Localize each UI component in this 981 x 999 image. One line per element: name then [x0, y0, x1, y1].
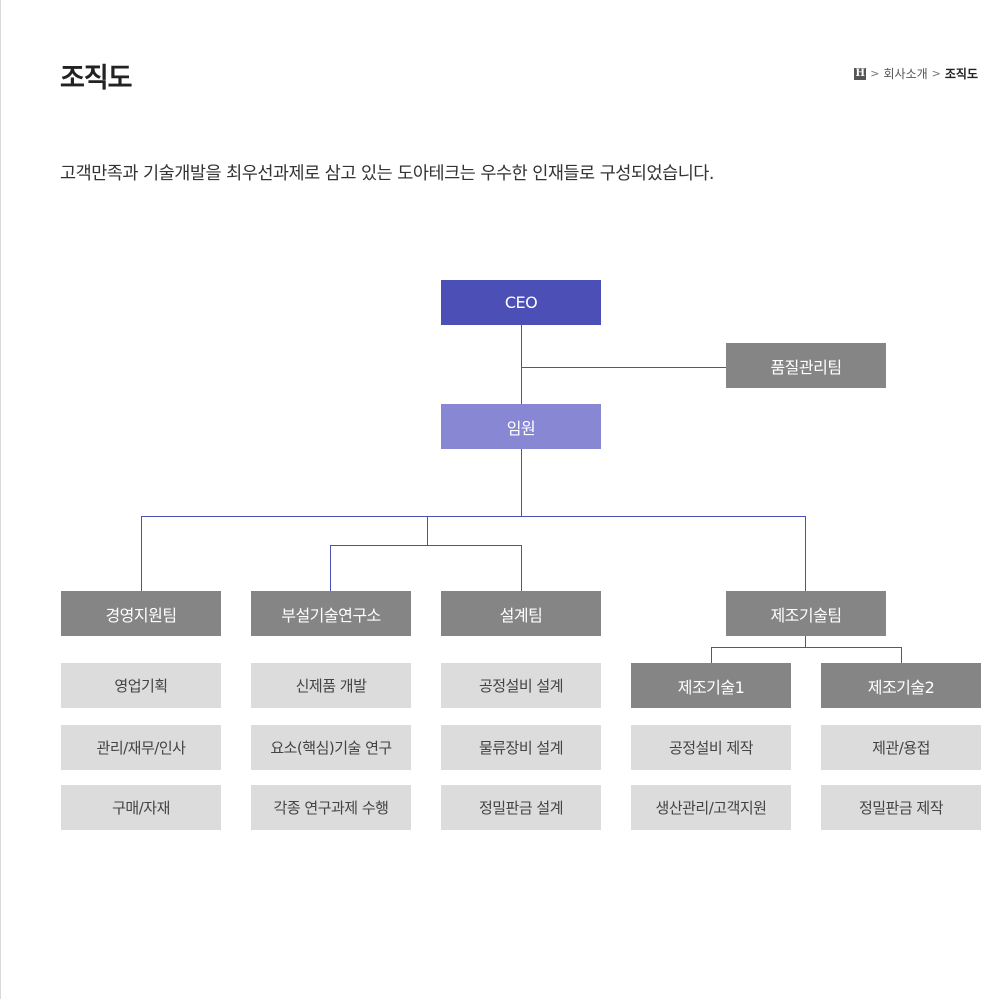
- dept-design: 설계팀: [441, 591, 601, 636]
- breadcrumb-separator: >: [870, 67, 880, 80]
- intro-text: 고객만족과 기술개발을 최우선과제로 삼고 있는 도아테크는 우수한 인재들로 …: [60, 164, 714, 184]
- home-icon[interactable]: H: [854, 67, 867, 80]
- executive-box: 임원: [441, 404, 601, 449]
- quality-team-box: 품질관리팀: [726, 343, 886, 388]
- page-title: 조직도: [60, 63, 133, 94]
- dept-management-support: 경영지원팀: [61, 591, 221, 636]
- task-box: 생산관리/고객지원: [631, 785, 791, 830]
- task-box: 정밀판금 제작: [821, 785, 981, 830]
- breadcrumb-separator: >: [931, 67, 941, 80]
- dept-manufacturing-tech: 제조기술팀: [726, 591, 886, 636]
- task-box: 영업기획: [61, 663, 221, 708]
- task-box: 신제품 개발: [251, 663, 411, 708]
- dept-research-lab: 부설기술연구소: [251, 591, 411, 636]
- task-box: 물류장비 설계: [441, 725, 601, 770]
- task-box: 공정설비 제작: [631, 725, 791, 770]
- task-box: 정밀판금 설계: [441, 785, 601, 830]
- task-box: 요소(핵심)기술 연구: [251, 725, 411, 770]
- left-border: [0, 0, 1, 999]
- task-box: 제관/용접: [821, 725, 981, 770]
- task-box: 각종 연구과제 수행: [251, 785, 411, 830]
- task-box: 구매/자재: [61, 785, 221, 830]
- breadcrumb-item-current[interactable]: 조직도: [944, 67, 978, 81]
- subteam-manufacturing-1: 제조기술1: [631, 663, 791, 708]
- task-box: 공정설비 설계: [441, 663, 601, 708]
- subteam-manufacturing-2: 제조기술2: [821, 663, 981, 708]
- task-box: 관리/재무/인사: [61, 725, 221, 770]
- breadcrumb-item-company[interactable]: 회사소개: [883, 67, 928, 81]
- ceo-box: CEO: [441, 280, 601, 325]
- breadcrumb: H > 회사소개 > 조직도: [854, 65, 978, 82]
